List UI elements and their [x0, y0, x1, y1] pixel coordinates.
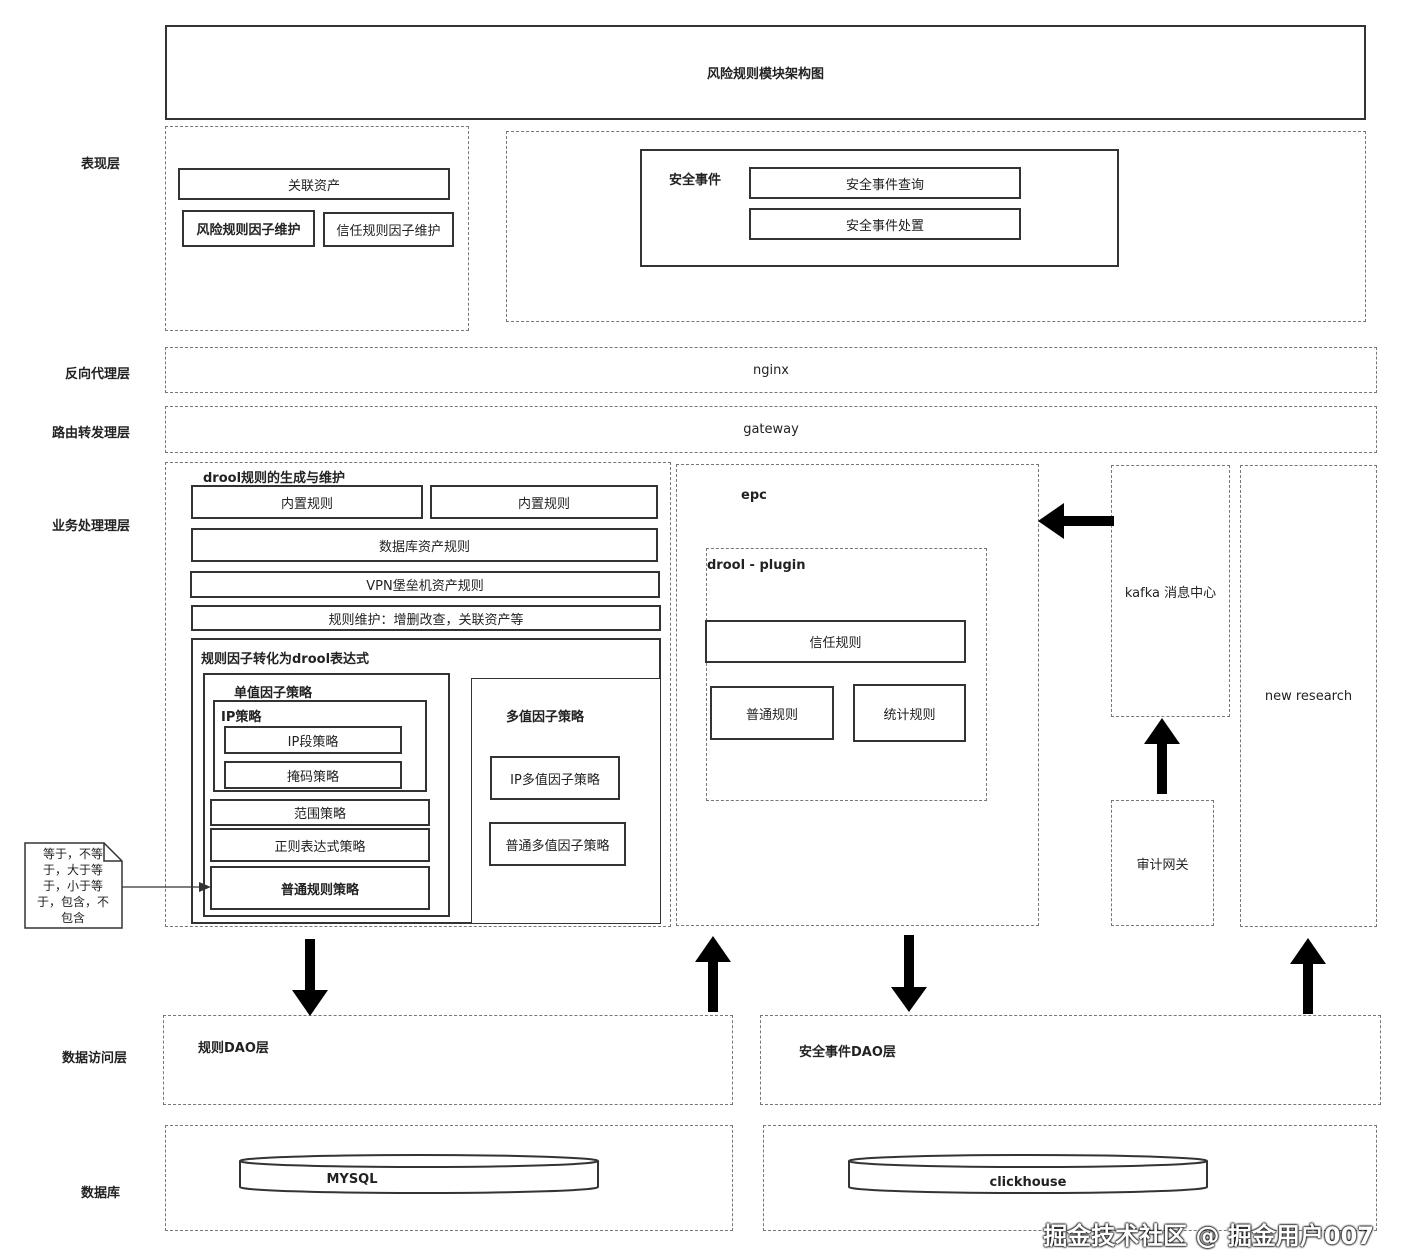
- security-events-title: 安全事件: [669, 173, 722, 188]
- layer-label-routing: 路由转发理层: [51, 426, 130, 441]
- mask-strategy-label: 掩码策略: [286, 769, 339, 785]
- event-handle-box: 安全事件处置: [749, 208, 1021, 240]
- rule-maintain-box: 规则维护：增删改查，关联资产等: [191, 605, 661, 631]
- rules-dao-title: 规则DAO层: [198, 1041, 269, 1056]
- diagram-title: 风险规则模块架构图: [165, 25, 1366, 120]
- normal-rule-box: 普通规则: [710, 686, 834, 740]
- rule-maintain-label: 规则维护：增删改查，关联资产等: [328, 612, 524, 628]
- stats-rule-label: 统计规则: [883, 707, 936, 723]
- events-dao-panel: [760, 1015, 1381, 1105]
- kafka-box: kafka 消息中心: [1111, 465, 1230, 717]
- ip-multi-label: IP多值因子策略: [510, 772, 600, 788]
- arrow-up-kafka: [1144, 718, 1180, 794]
- related-assets-box: 关联资产: [178, 168, 450, 200]
- mask-strategy-box: 掩码策略: [224, 761, 402, 789]
- arrow-down-rules: [292, 939, 328, 1016]
- convert-title: 规则因子转化为drool表达式: [201, 652, 370, 667]
- related-assets-label: 关联资产: [287, 178, 340, 194]
- clickhouse-label: clickhouse: [989, 1174, 1067, 1190]
- builtin-rule-1-box: 内置规则: [191, 485, 423, 519]
- db-assets-rule-label: 数据库资产规则: [378, 539, 470, 555]
- epc-title: epc: [741, 488, 767, 503]
- layer-label-presentation: 表现层: [80, 157, 120, 172]
- normal-rule-label: 普通规则: [745, 707, 798, 723]
- builtin-rule-2-label: 内置规则: [517, 496, 570, 512]
- footer-watermark: 掘金技术社区 @ 掘金用户007: [1043, 1222, 1374, 1250]
- range-strategy-label: 范围策略: [293, 807, 346, 822]
- vpn-rule-label: VPN堡垒机资产规则: [366, 579, 484, 594]
- presentation-right-panel: [506, 131, 1366, 322]
- diagram-title-text: 风险规则模块架构图: [706, 67, 824, 82]
- epc-panel: [676, 464, 1039, 926]
- builtin-rule-1-label: 内置规则: [280, 496, 333, 512]
- events-dao-title: 安全事件DAO层: [799, 1045, 896, 1060]
- layer-label-database: 数据库: [80, 1186, 120, 1201]
- rules-dao-panel: [163, 1015, 733, 1105]
- normal-strategy-box: 普通规则策略: [210, 866, 430, 910]
- stats-rule-box: 统计规则: [853, 684, 966, 742]
- nginx-bar: nginx: [165, 347, 1377, 393]
- gateway-bar: gateway: [165, 406, 1377, 453]
- normal-multi-label: 普通多值因子策略: [505, 838, 610, 854]
- layer-label-data-access: 数据访问层: [61, 1051, 127, 1066]
- trust-factor-box: 信任规则因子维护: [323, 212, 454, 247]
- range-strategy-box: 范围策略: [210, 799, 430, 826]
- ip-segment-box: IP段策略: [224, 726, 402, 754]
- regex-strategy-box: 正则表达式策略: [210, 828, 430, 862]
- mysql-label: MYSQL: [326, 1171, 378, 1187]
- mysql-panel: [165, 1125, 733, 1231]
- ip-multi-box: IP多值因子策略: [490, 756, 620, 800]
- event-query-label: 安全事件查询: [845, 177, 924, 193]
- arrow-up-epc: [695, 936, 731, 1012]
- builtin-rule-2-box: 内置规则: [430, 485, 658, 519]
- drool-plugin-title: drool - plugin: [707, 558, 806, 573]
- arrow-down-events: [891, 935, 927, 1012]
- layer-label-business: 业务处理理层: [51, 519, 130, 534]
- kafka-label: kafka 消息中心: [1124, 585, 1217, 601]
- ip-strategy-title: IP策略: [221, 710, 262, 725]
- layer-label-reverse-proxy: 反向代理层: [64, 367, 130, 382]
- audit-gateway-box: 审计网关: [1111, 800, 1214, 926]
- vpn-rule-box: VPN堡垒机资产规则: [190, 571, 660, 598]
- audit-gateway-label: 审计网关: [1136, 857, 1189, 873]
- note-text: 等于，不等于，大于等于，小于等于，包含，不包含: [36, 847, 109, 925]
- risk-factor-box: 风险规则因子维护: [182, 210, 315, 247]
- gateway-label: gateway: [743, 422, 799, 437]
- new-research-label: new research: [1264, 688, 1353, 704]
- drool-panel: [165, 462, 671, 927]
- nginx-label: nginx: [752, 362, 790, 378]
- regex-strategy-label: 正则表达式策略: [274, 839, 366, 855]
- trust-rule-label: 信任规则: [809, 636, 862, 651]
- arrow-up-research: [1290, 938, 1326, 1014]
- trust-factor-label: 信任规则因子维护: [336, 224, 441, 239]
- clickhouse-panel: [763, 1125, 1377, 1231]
- event-handle-label: 安全事件处置: [845, 218, 924, 234]
- risk-factor-label: 风险规则因子维护: [196, 223, 301, 238]
- single-factor-title: 单值因子策略: [234, 686, 313, 701]
- new-research-box: new research: [1240, 465, 1377, 927]
- drool-panel-title: drool规则的生成与维护: [203, 471, 346, 486]
- arrow-left-epc: [1038, 503, 1114, 539]
- multi-factor-title: 多值因子策略: [506, 710, 585, 725]
- db-assets-rule-box: 数据库资产规则: [191, 528, 658, 562]
- event-query-box: 安全事件查询: [749, 167, 1021, 199]
- normal-multi-box: 普通多值因子策略: [489, 822, 626, 866]
- ip-segment-label: IP段策略: [287, 734, 339, 750]
- multi-factor-box: [471, 678, 661, 924]
- drool-plugin-panel: [706, 548, 987, 801]
- trust-rule-box: 信任规则: [705, 620, 966, 663]
- normal-strategy-label: 普通规则策略: [280, 882, 359, 898]
- presentation-left-panel: [165, 126, 469, 331]
